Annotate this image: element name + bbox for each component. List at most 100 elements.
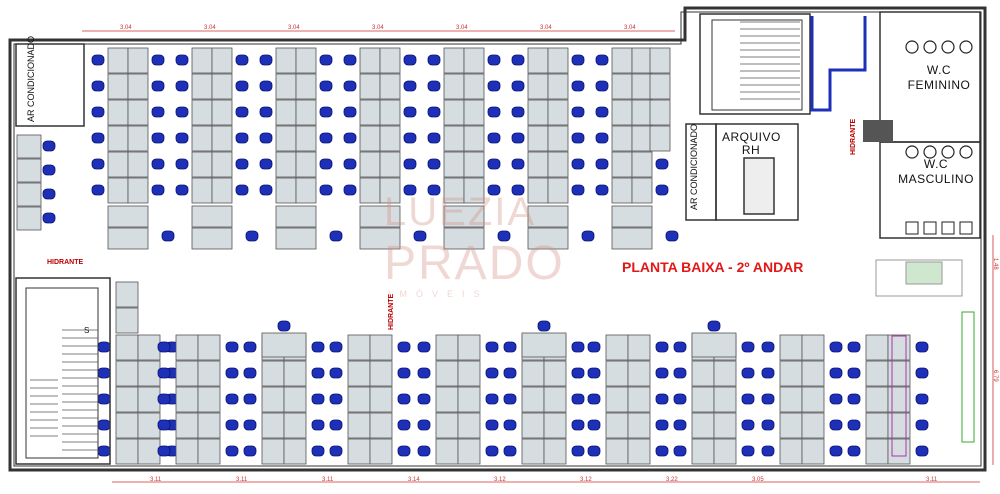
outer-walls [8,6,987,472]
office-chair [487,106,501,118]
office-chair [329,367,343,379]
office-chair [503,367,517,379]
workstation-desk [115,281,139,308]
top-desk-block [91,47,679,250]
workstation-desk [16,158,42,183]
office-chair [587,367,601,379]
hydrant-label-3: HIDRANTE [850,118,857,155]
office-chair [343,80,357,92]
workstation-desk [115,307,139,334]
workstation-desk [107,177,129,204]
office-chair [427,106,441,118]
dimension-label: 3.04 [204,25,216,31]
workstation-desk [16,134,42,159]
office-chair [511,106,525,118]
office-chair [235,184,249,196]
workstation-desk [211,99,233,126]
workstation-desk [611,99,633,126]
workstation-desk [865,412,889,439]
workstation-desk [605,386,629,413]
office-chair [427,80,441,92]
workstation-desk [443,205,485,228]
office-chair [417,445,431,457]
office-chair [403,80,417,92]
workstation-desk [457,412,481,439]
office-chair [655,341,669,353]
office-chair [157,445,171,457]
office-chair [485,419,499,431]
office-chair [829,393,843,405]
workstation-desk [713,360,737,387]
office-chair [175,158,189,170]
workstation-desk [137,438,161,465]
workstation-desk [379,125,401,152]
office-chair [673,419,687,431]
workstation-desk [801,334,825,361]
office-chair [487,80,501,92]
workstation-desk [605,438,629,465]
stair-steps-left [30,329,98,451]
dimension-label: 3.22 [666,477,678,483]
workstation-desk [631,99,653,126]
workstation-desk [107,47,129,74]
workstation-desk [547,151,569,178]
left-desk-column [16,134,56,231]
office-chair [157,419,171,431]
workstation-desk [261,360,285,387]
office-chair [277,320,291,332]
workstation-desk [779,360,803,387]
workstation-desk [359,47,381,74]
office-chair [829,341,843,353]
workstation-desk [887,412,911,439]
workstation-desk [295,125,317,152]
workstation-desk [463,47,485,74]
workstation-desk [175,360,199,387]
ac-room-left-label: AR CONDICIONADO [26,35,36,122]
office-chair [741,367,755,379]
workstation-desk [457,386,481,413]
office-chair [97,419,111,431]
workstation-desk [443,151,465,178]
stairwell-right [699,13,811,115]
dimension-label: 3.14 [408,477,420,483]
workstation-desk [127,73,149,100]
urinal-fixture [959,221,973,235]
workstation-desk [463,125,485,152]
workstation-desk [127,99,149,126]
workstation-desk [801,386,825,413]
office-chair [397,341,411,353]
workstation-desk [521,386,545,413]
workstation-desk [547,73,569,100]
office-chair [741,341,755,353]
office-chair [487,184,501,196]
workstation-desk [369,386,393,413]
office-chair [175,80,189,92]
workstation-desk [611,177,633,204]
workstation-desk [713,438,737,465]
workstation-desk [463,73,485,100]
office-chair [403,184,417,196]
workstation-desk [691,438,715,465]
office-chair [245,230,259,242]
workstation-desk [107,125,129,152]
toilet-fixture [905,145,919,159]
office-chair [571,106,585,118]
workstation-desk [175,386,199,413]
workstation-desk [547,177,569,204]
office-chair [259,80,273,92]
office-chair [91,54,105,66]
workstation-desk [463,151,485,178]
office-chair [259,184,273,196]
workstation-desk [605,412,629,439]
office-chair [503,445,517,457]
workstation-desk [211,47,233,74]
workstation-desk [261,386,285,413]
workstation-desk [369,334,393,361]
dimension-label: 3.04 [624,25,636,31]
workstation-desk [127,151,149,178]
dimension-label: 3.04 [288,25,300,31]
office-chair [761,419,775,431]
workstation-desk [137,386,161,413]
reception-area [875,259,963,297]
workstation-desk [107,73,129,100]
